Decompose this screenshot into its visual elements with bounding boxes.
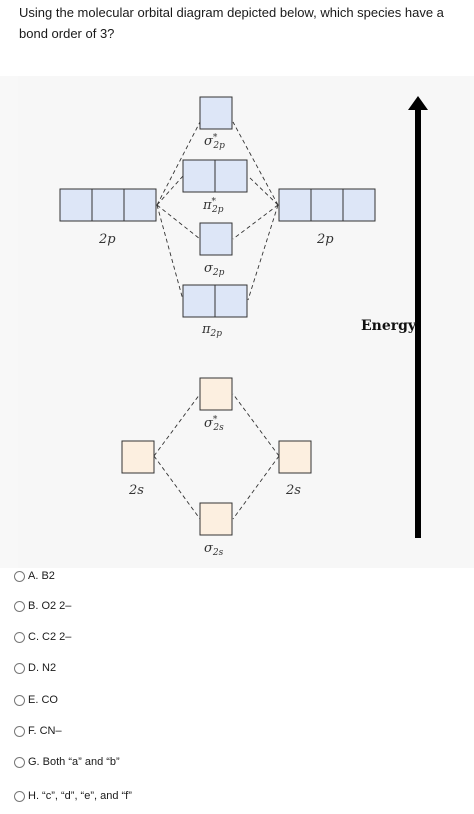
radio-button[interactable] (14, 790, 25, 802)
left-2s-label: 2s (128, 483, 144, 498)
sigma-2s-box (199, 502, 233, 536)
radio-button[interactable] (14, 662, 25, 674)
pi-2p-label: π2p (201, 322, 222, 339)
radio-button[interactable] (14, 725, 25, 737)
sigma-2p-label: σ2p (204, 261, 225, 278)
option-b[interactable]: B. O2 2– (14, 596, 71, 616)
mo-diagram: 2p 2p 2s 2s σ*2p π*2p σ2p π2p σ*2s σ2s E… (59, 96, 428, 558)
question-text: Using the molecular orbital diagram depi… (19, 5, 444, 41)
right-atomic-2p-boxes (278, 188, 376, 222)
sigma-2p-box (199, 222, 233, 256)
pi-2p-boxes (182, 284, 248, 318)
sigma-star-2s-box (199, 377, 233, 411)
right-atomic-2s-box (278, 440, 312, 474)
option-f[interactable]: F. CN– (14, 721, 62, 741)
option-label: B. O2 2– (28, 600, 72, 612)
radio-button[interactable] (14, 631, 25, 643)
pi-star-2p-label: π*2p (202, 197, 224, 215)
radio-button[interactable] (14, 694, 25, 706)
sigma-2s-label: σ2s (204, 541, 224, 558)
left-atomic-2s-box (121, 440, 155, 474)
sigma-star-2p-label: σ*2p (204, 133, 225, 151)
radio-button[interactable] (14, 570, 25, 582)
option-label: A. B2 (28, 570, 55, 582)
left-2p-label: 2p (98, 232, 116, 247)
right-2s-label: 2s (285, 483, 301, 498)
radio-button[interactable] (14, 600, 25, 612)
option-c[interactable]: C. C2 2– (14, 627, 71, 647)
option-h[interactable]: H. “c”, “d”, “e”, and “f” (14, 786, 132, 806)
energy-arrow (408, 96, 428, 538)
radio-button[interactable] (14, 756, 25, 768)
pi-star-2p-boxes (182, 159, 248, 193)
right-2p-label: 2p (316, 232, 334, 247)
option-d[interactable]: D. N2 (14, 658, 56, 678)
sigma-star-2s-label: σ*2s (204, 415, 224, 433)
option-label: E. CO (28, 694, 58, 706)
left-atomic-2p-boxes (59, 188, 157, 222)
option-g[interactable]: G. Both “a” and “b” (14, 752, 120, 772)
option-label: G. Both “a” and “b” (28, 756, 120, 768)
option-label: D. N2 (28, 662, 57, 674)
option-label: H. “c”, “d”, “e”, and “f” (28, 790, 132, 802)
sigma-star-2p-box (199, 96, 233, 130)
option-a[interactable]: A. B2 (14, 566, 55, 586)
option-label: F. CN– (28, 725, 62, 737)
question-panel (0, 0, 474, 76)
option-label: C. C2 2– (28, 631, 72, 643)
option-e[interactable]: E. CO (14, 690, 58, 710)
energy-label: Energy (361, 318, 417, 334)
